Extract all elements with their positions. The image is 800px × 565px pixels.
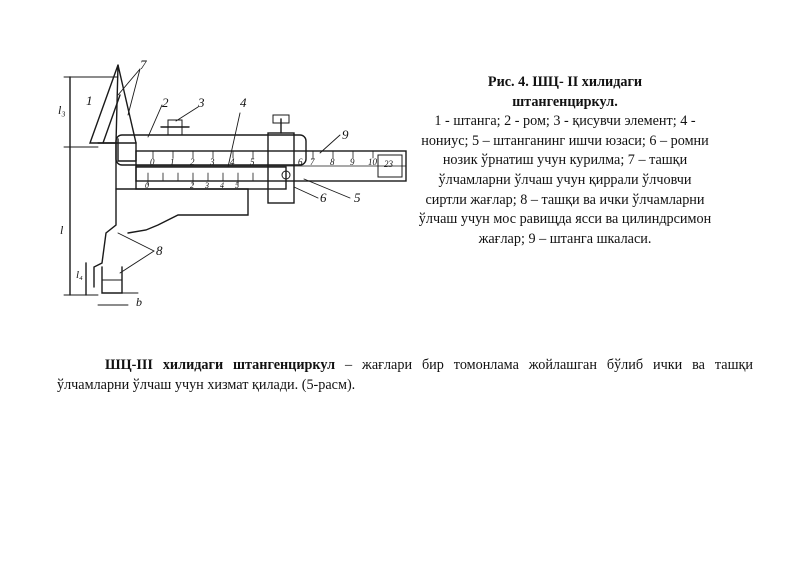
main-scale-3: 3 [210,157,215,167]
callout-5: 5 [354,190,361,205]
main-scale-2: 2 [190,157,195,167]
body-lead: ШЦ-III хилидаги штангенциркул [105,357,336,373]
vernier-5: 5 [235,181,239,190]
callout-3: 3 [198,95,205,110]
figure-caption: Рис. 4. ШЦ- II хилидаги штангенциркул. 1… [418,73,712,249]
callout-2: 2 [162,95,169,110]
vernier-0: 0 [145,181,149,190]
body-rest: – жағлари бир томонлама жойлашган бўлиб … [57,357,753,393]
main-scale-5: 5 [250,157,255,167]
main-scale-9: 9 [350,157,355,167]
callout-4: 4 [240,95,247,110]
dim-l4: l₄ [76,269,83,281]
main-scale-1: 1 [170,157,175,167]
caliper-drawing [63,64,407,306]
callout-6: 6 [320,190,327,205]
vernier-3: 3 [205,181,209,190]
caption-title-line1: Рис. 4. ШЦ- II хилидаги [487,74,643,90]
vernier-4: 4 [220,181,224,190]
main-scale-7: 7 [310,157,315,167]
vernier-2: 2 [190,181,194,190]
callout-8: 8 [156,243,163,258]
dim-l: l [60,223,64,237]
main-scale-23: 23 [384,159,393,169]
main-scale-6: 6 [298,157,303,167]
main-scale-8: 8 [330,157,335,167]
body-paragraph: ШЦ-III хилидаги штангенциркул – жағлари … [57,355,753,395]
callout-1: 1 [86,93,93,108]
dim-l3: l₃ [58,103,66,117]
main-scale-4: 4 [230,157,235,167]
caption-title-line2: штангенциркул. [512,93,618,110]
main-scale-10: 10 [368,157,377,167]
caliper-figure: 1 2 3 4 5 6 7 8 9 0 1 2 3 4 5 6 7 8 9 10… [58,55,418,325]
caption-text: 1 - штанга; 2 - ром; 3 - қисувчи элемент… [418,113,712,247]
main-scale-0: 0 [150,157,155,167]
callout-9: 9 [342,127,349,142]
callout-7: 7 [140,57,147,72]
dim-b: b [136,295,142,309]
